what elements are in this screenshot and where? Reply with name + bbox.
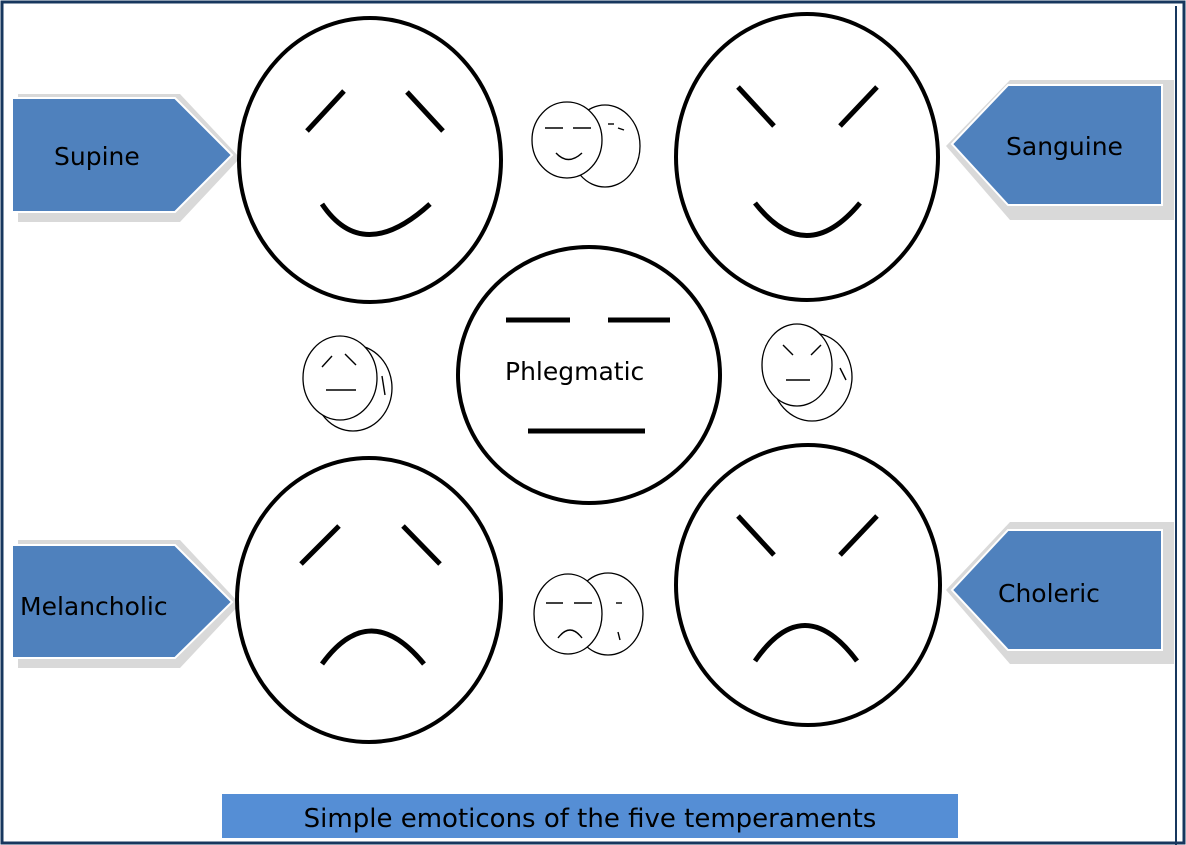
small-face-left <box>302 335 393 432</box>
caption-bar: Simple emoticons of the five temperament… <box>222 794 958 838</box>
phlegmatic-face: Phlegmatic <box>456 245 722 505</box>
small-face-top <box>531 101 641 188</box>
small-face-bottom <box>533 572 644 656</box>
phlegmatic-label: Phlegmatic <box>505 357 644 386</box>
melancholic-label: Melancholic <box>20 592 168 621</box>
supine-face <box>237 16 503 304</box>
supine-label: Supine <box>54 142 140 171</box>
sanguine-arrow: Sanguine <box>946 80 1174 220</box>
caption-text: Simple emoticons of the five temperament… <box>304 804 877 834</box>
choleric-arrow: Choleric <box>946 522 1174 664</box>
small-face-right <box>761 323 853 422</box>
sanguine-label: Sanguine <box>1006 132 1123 161</box>
choleric-face <box>674 443 942 727</box>
melancholic-arrow: Melancholic <box>11 540 240 668</box>
supine-arrow: Supine <box>11 94 240 222</box>
melancholic-face <box>235 456 503 744</box>
sanguine-face <box>674 12 940 302</box>
choleric-label: Choleric <box>998 579 1100 608</box>
